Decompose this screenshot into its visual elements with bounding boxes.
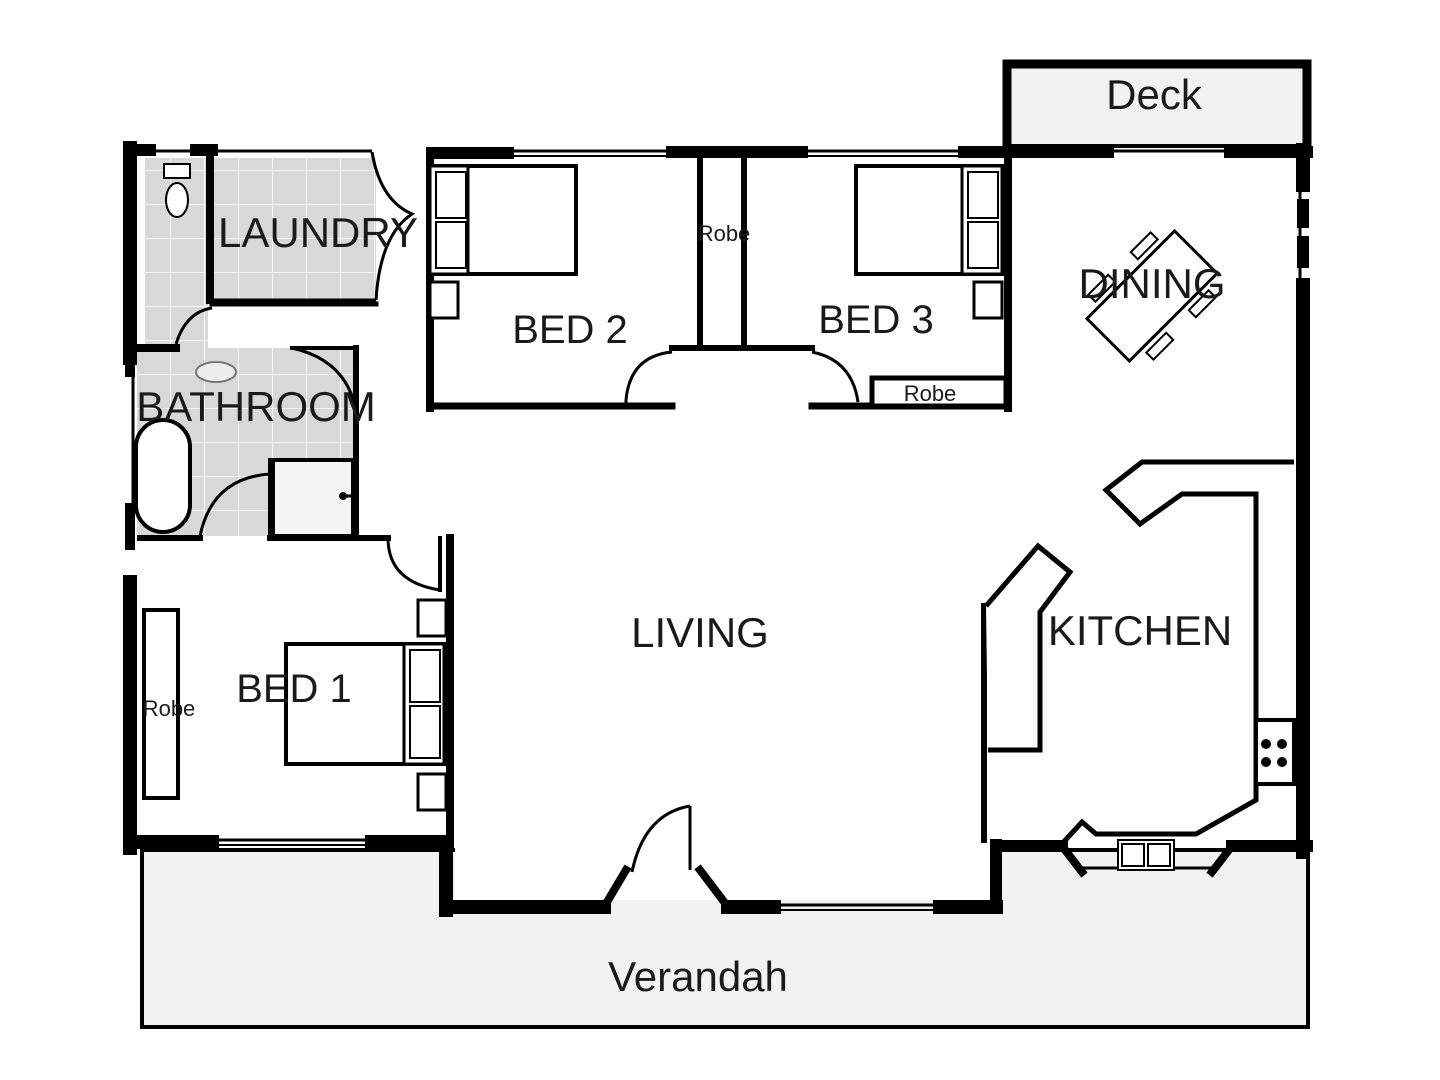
- basin-icon: [195, 361, 237, 383]
- bed3-furniture: [854, 164, 1004, 320]
- robe-bed3: [869, 375, 1009, 409]
- bed2-furniture: [428, 164, 578, 320]
- deck-area: [1005, 62, 1309, 148]
- toilet-icon: [163, 163, 191, 218]
- robe-label-bed3: Robe: [904, 381, 957, 406]
- sink-icon: [1117, 839, 1175, 871]
- bed1-furniture: [142, 598, 448, 812]
- dining-table-icon: [1084, 228, 1220, 364]
- cooktop-icon: [1261, 739, 1287, 767]
- room-label-dining: DINING: [1079, 260, 1226, 307]
- room-label-kitchen: KITCHEN: [1048, 607, 1232, 654]
- interior-walls: [136, 151, 1012, 849]
- room-label-bed1: BED 1: [236, 667, 352, 711]
- room-label-living: LIVING: [631, 609, 769, 656]
- exterior-walls: [123, 141, 1313, 917]
- fixtures: [134, 163, 356, 534]
- room-label-deck: Deck: [1106, 71, 1203, 118]
- doors: [174, 151, 860, 873]
- room-label-bed3: BED 3: [818, 298, 934, 342]
- bathtub-icon: [134, 418, 192, 534]
- robe-label-bed1: Robe: [143, 696, 196, 721]
- room-label-bed2: BED 2: [512, 308, 628, 352]
- room-label-laundry: LAUNDRY: [218, 209, 418, 256]
- room-label-verandah: Verandah: [608, 953, 788, 1000]
- laundry-floor: [213, 158, 376, 300]
- room-label-bathroom: BATHROOM: [136, 383, 376, 430]
- robe-label-bed2: Robe: [698, 221, 751, 246]
- kitchen-benches: [984, 459, 1296, 848]
